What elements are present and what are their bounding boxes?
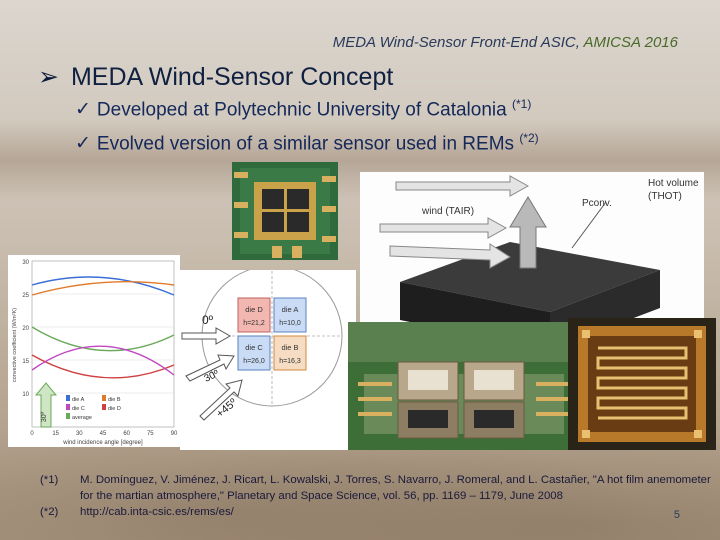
- bullet-text: Evolved version of a similar sensor used…: [96, 133, 515, 155]
- wind-arrow-45-icon: [199, 379, 243, 421]
- bullet-text: Developed at Polytechnic University of C…: [96, 99, 507, 121]
- die-label: die B: [281, 343, 298, 352]
- die-label: die C: [245, 343, 263, 352]
- curve-die-b: [31, 280, 175, 296]
- legend-swatch: [102, 395, 106, 401]
- angle-label: 0º: [202, 313, 214, 327]
- reference-text: M. Domínguez, V. Jiménez, J. Ricart, L. …: [80, 474, 711, 502]
- bullet-item: ✓Developed at Polytechnic University of …: [75, 97, 531, 121]
- wind-arrow-0-icon: [181, 327, 232, 345]
- arrow-angle-label: 30º: [41, 411, 48, 422]
- checkmark-icon: ✓: [75, 99, 91, 121]
- x-tick: 90: [171, 431, 178, 437]
- header-title: MEDA Wind-Sensor Front-End ASIC, AMICSA …: [333, 34, 678, 51]
- y-tick: 25: [22, 293, 29, 299]
- y-tick: 30: [22, 260, 29, 266]
- curve-die-a: [31, 276, 175, 296]
- legend-item: die A: [72, 397, 85, 403]
- bullet-ref: (*2): [519, 131, 539, 145]
- reference-item: (*1) M. Domínguez, V. Jiménez, J. Ricart,…: [40, 472, 720, 504]
- x-tick: 0: [30, 431, 34, 437]
- slide-title-text: MEDA Wind-Sensor Concept: [70, 63, 394, 91]
- page-number: 5: [673, 509, 680, 521]
- die-quadrant-diagram: die D h=21,2 die A h=10,0 die C h=26,0 d…: [180, 270, 356, 450]
- die-h-value: h=26,0: [243, 358, 265, 365]
- pconv-label: Pconv.: [582, 198, 612, 209]
- die-h-value: h=16,3: [279, 358, 301, 365]
- legend-swatch: [66, 395, 70, 401]
- y-tick: 15: [22, 359, 29, 365]
- legend-item: average: [72, 415, 92, 421]
- die-label: die A: [282, 305, 299, 314]
- legend-item: die B: [108, 397, 121, 403]
- angle-arrow-icon: [34, 382, 58, 428]
- x-axis-label: wind incidence angle [degree]: [62, 440, 143, 446]
- legend-item: die C: [72, 406, 85, 412]
- legend-item: die D: [108, 406, 121, 412]
- curve-die-d: [31, 354, 175, 379]
- die-h-value: h=10,0: [279, 320, 301, 327]
- x-tick: 30: [76, 431, 83, 437]
- reference-link[interactable]: http://cab.inta-csic.es/rems/es/: [80, 506, 234, 518]
- legend-swatch: [66, 413, 70, 419]
- sensor-photo: [348, 322, 580, 450]
- x-tick: 60: [123, 431, 130, 437]
- slide-title: ➢ MEDA Wind-Sensor Concept: [38, 62, 393, 92]
- reference-id: (*1): [40, 474, 59, 486]
- bullet-ref: (*1): [511, 97, 532, 111]
- reference-item: (*2) http://cab.inta-csic.es/rems/es/: [40, 504, 720, 520]
- wind-arrow-30-icon: [185, 354, 235, 382]
- chip-photo: [232, 162, 338, 260]
- checkmark-icon: ✓: [75, 133, 91, 155]
- bullet-item: ✓Evolved version of a similar sensor use…: [75, 131, 539, 155]
- y-tick: 20: [22, 326, 29, 332]
- die-label: die D: [245, 305, 263, 314]
- circuit-photo: [568, 318, 716, 450]
- x-tick: 75: [147, 431, 154, 437]
- y-tick: 10: [22, 392, 29, 398]
- y-axis-label: convective coefficient (W/m²K): [12, 308, 18, 382]
- references: (*1) M. Domínguez, V. Jiménez, J. Ricart,…: [40, 472, 720, 520]
- legend-swatch: [102, 404, 106, 410]
- x-tick: 45: [100, 431, 107, 437]
- curve-average: [31, 326, 175, 352]
- die-h-value: h=21,2: [243, 320, 265, 327]
- x-tick: 15: [52, 431, 59, 437]
- header-title-main: MEDA Wind-Sensor Front-End ASIC,: [332, 34, 580, 51]
- reference-id: (*2): [40, 506, 59, 518]
- curve-die-c: [31, 345, 175, 376]
- arrow-bullet-icon: ➢: [38, 63, 59, 91]
- legend-swatch: [66, 404, 70, 410]
- t-hot-label: (THOT): [648, 191, 682, 202]
- convective-coefficient-chart: 30 25 20 15 10 0 15 30 45 60 75 90 wind …: [8, 255, 180, 447]
- header-title-accent: AMICSA 2016: [583, 34, 679, 51]
- hot-volume-label: Hot volume: [648, 178, 699, 189]
- wind-label: wind (TAIR): [421, 206, 474, 217]
